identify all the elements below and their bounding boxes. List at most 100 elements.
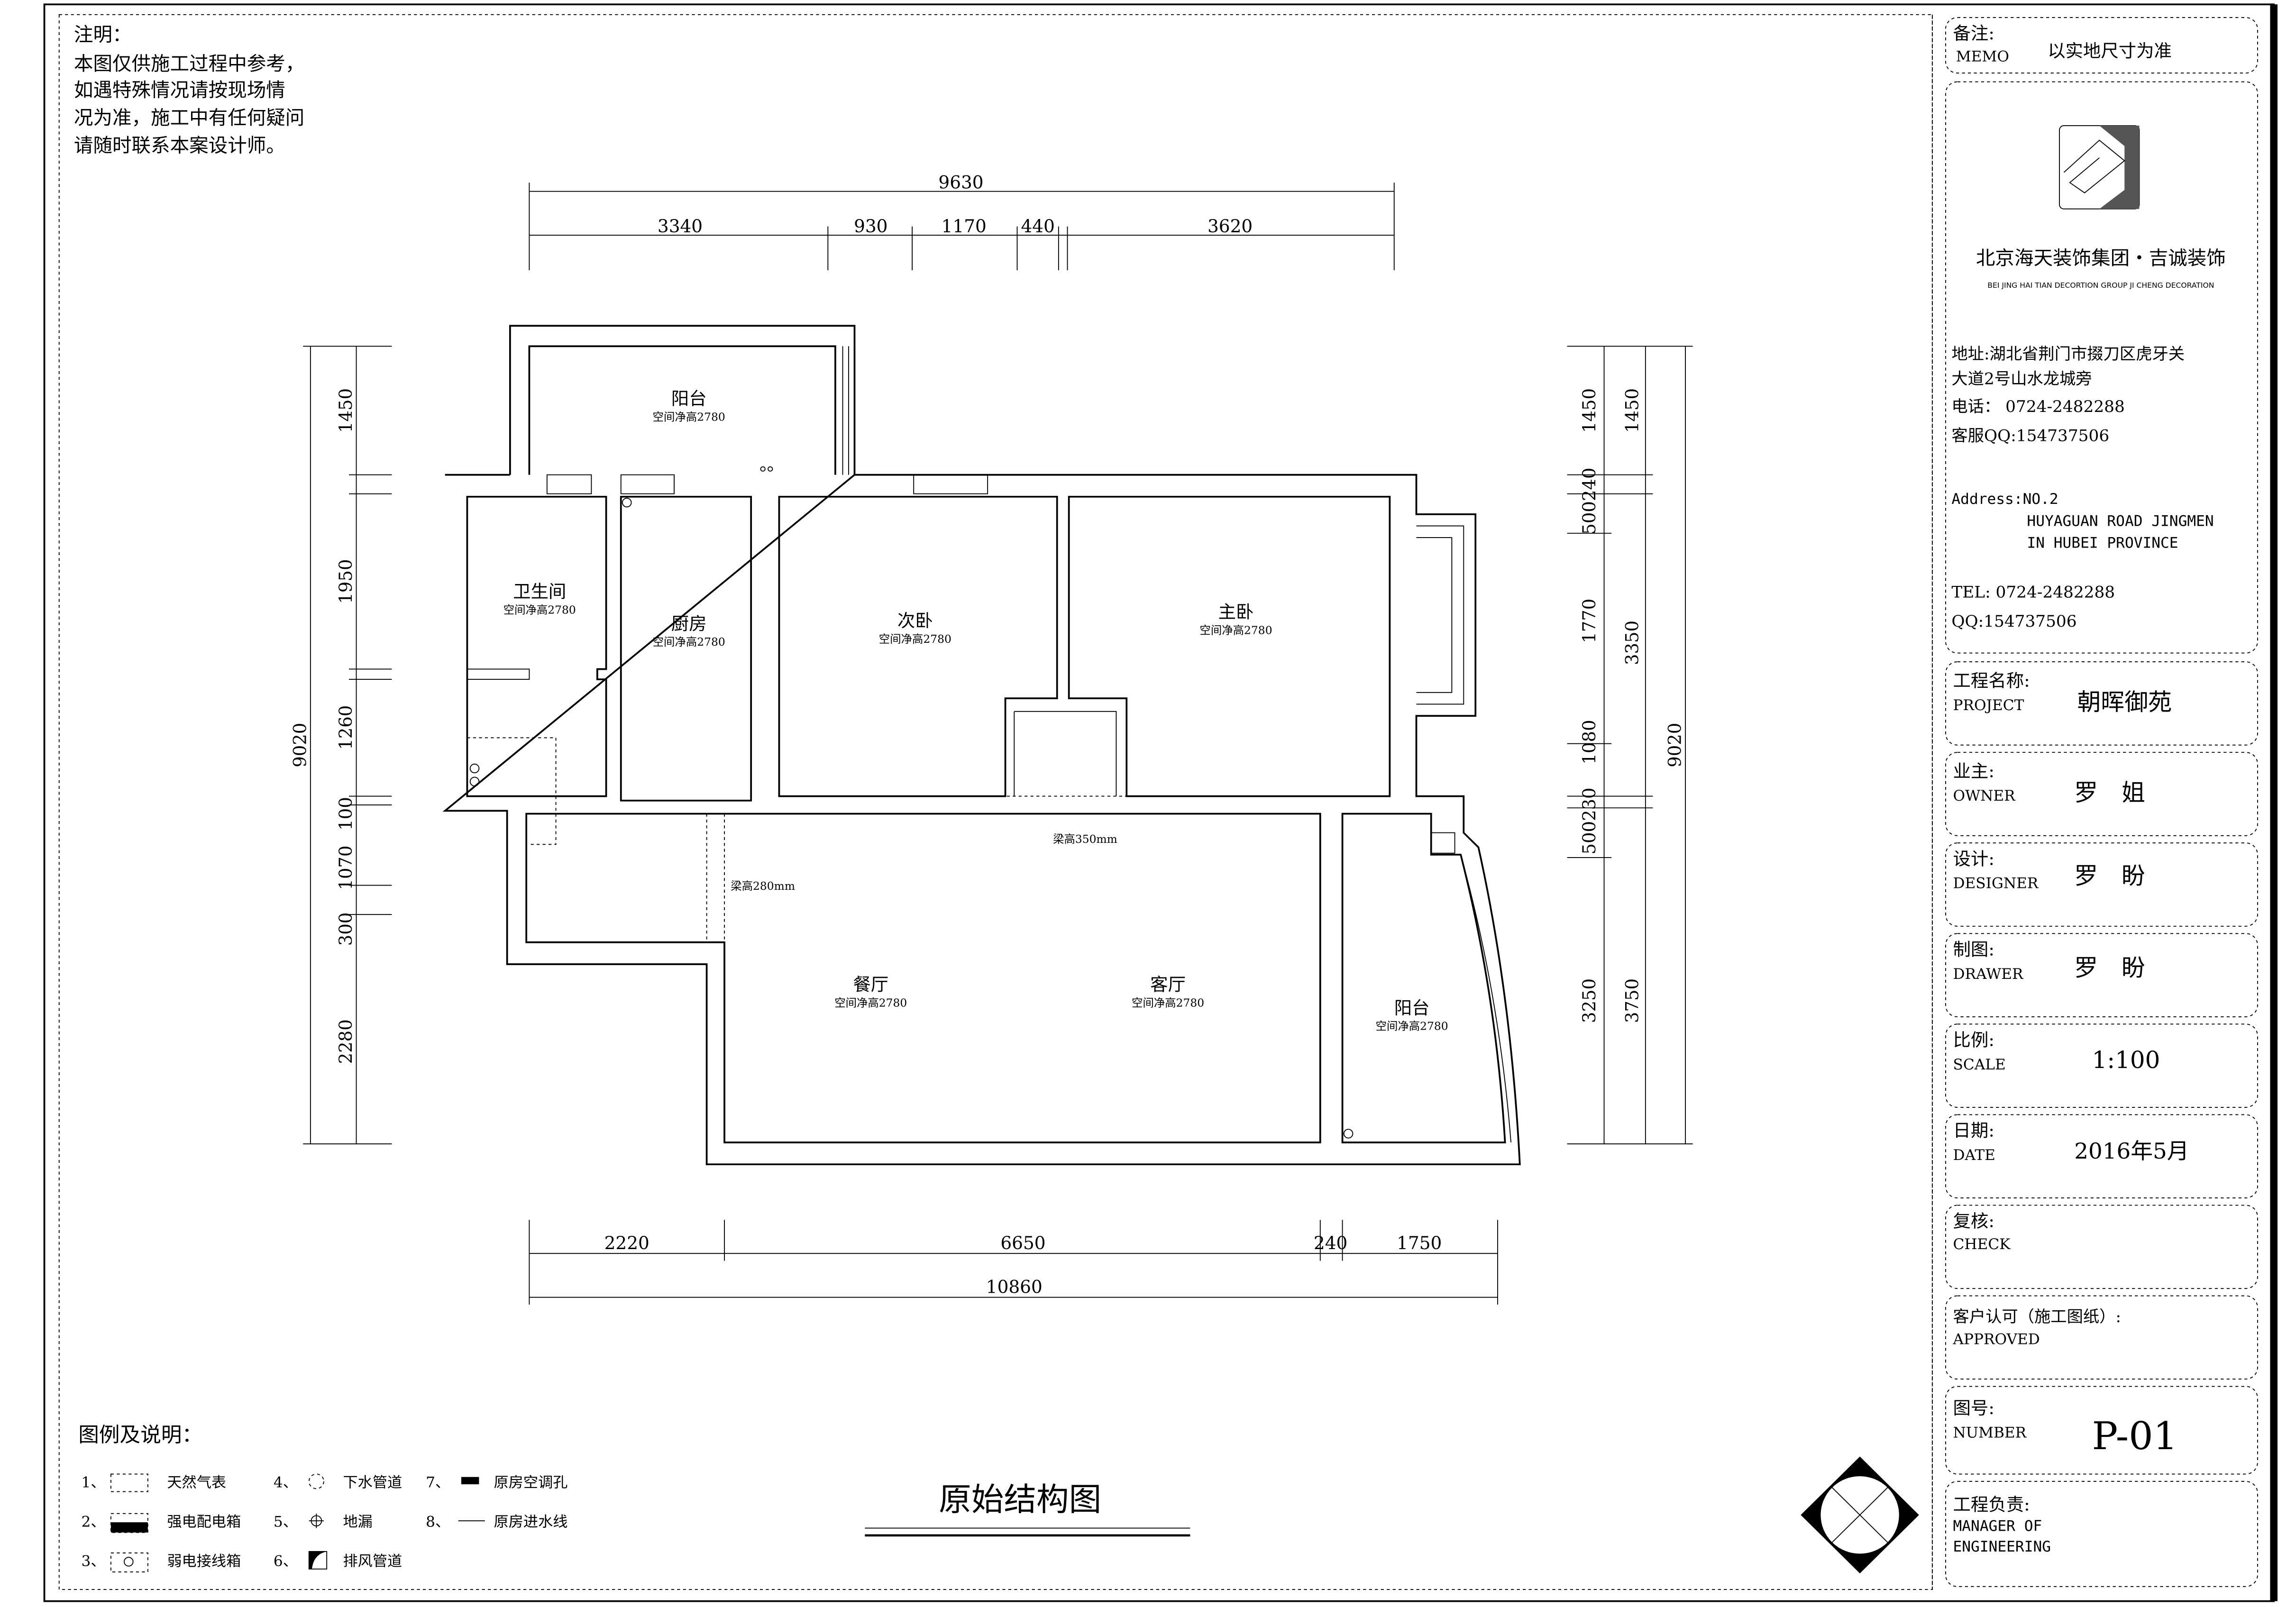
- dim-label: 1750: [1397, 1233, 1442, 1253]
- dim-label: 1170: [942, 216, 987, 237]
- title-row: 客户认可（施工图纸）: APPROVED: [1945, 1295, 2258, 1380]
- dim-label: 9630: [938, 172, 983, 193]
- room-name: 厨房: [671, 613, 707, 634]
- drawing-number: P-01: [2092, 1415, 2178, 1459]
- room-height: 空间净高2780: [503, 603, 576, 616]
- row-label-en: OWNER: [1953, 787, 2016, 804]
- bottom-dimensions: 2220 6650 240 1750 10860: [529, 1220, 1498, 1305]
- legend-num: 6、: [274, 1553, 298, 1570]
- power-box-icon: [110, 1513, 148, 1533]
- dim-label: 1450: [1579, 388, 1600, 433]
- legend: 图例及说明： 1、 天然气表 2、 强电配电箱 3、 弱电接线箱 4、 下水管道…: [78, 1424, 567, 1572]
- dim-label: 9020: [289, 723, 310, 767]
- dim-label: 2220: [604, 1233, 649, 1253]
- memo-value: 以实地尺寸为准: [2048, 40, 2172, 61]
- ac-hole-icon: [461, 1477, 479, 1485]
- address-en: Address:NO.2: [1951, 491, 2058, 508]
- row-label: 设计:: [1953, 849, 1994, 869]
- manager-label: 工程负责:: [1953, 1494, 2030, 1515]
- room-height: 空间净高2780: [653, 636, 725, 648]
- legend-num: 7、: [426, 1474, 450, 1491]
- legend-label: 弱电接线箱: [167, 1553, 241, 1570]
- legend-label: 排风管道: [343, 1553, 402, 1570]
- row-label-en: CHECK: [1953, 1236, 2011, 1253]
- legend-num: 5、: [274, 1514, 298, 1531]
- legend-num: 4、: [274, 1474, 298, 1491]
- dim-label: 6650: [1000, 1233, 1045, 1253]
- address-en: HUYAGUAN ROAD JINGMEN: [2027, 513, 2214, 530]
- memo-label: 备注:: [1953, 23, 1994, 44]
- date-value: 2016年5月: [2074, 1138, 2189, 1164]
- right-dimensions: 1450 500240 1770 1080 500230 3250 1450 3…: [1567, 346, 1693, 1144]
- company-name-en: BEI JING HAI TIAN DECORTION GROUP JI CHE…: [1987, 281, 2214, 290]
- room-height: 空间净高2780: [1200, 624, 1272, 637]
- title-row: 日期: DATE 2016年5月: [1945, 1114, 2258, 1199]
- room-name: 阳台: [671, 388, 707, 409]
- top-dimensions: 9630 3340 930 1170 440 3620: [529, 172, 1395, 271]
- room-name: 客厅: [1150, 974, 1186, 995]
- row-label: 比例:: [1953, 1030, 1994, 1050]
- legend-num: 3、: [82, 1553, 106, 1570]
- notes-title: 注明：: [74, 24, 132, 46]
- legend-label: 原房进水线: [494, 1514, 568, 1531]
- dim-label: 1450: [1621, 388, 1642, 433]
- legend-label: 地漏: [343, 1514, 372, 1531]
- row-label-en: APPROVED: [1953, 1331, 2040, 1348]
- title-row: 设计: DESIGNER 罗 盼: [1945, 842, 2258, 927]
- phone: 电话： 0724-2482288: [1951, 397, 2124, 416]
- dim-label: 3750: [1621, 978, 1642, 1023]
- room-labels: 阳台 空间净高2780 卫生间 空间净高2780 厨房 空间净高2780 次卧 …: [503, 388, 1448, 1033]
- owner-name: 罗 姐: [2074, 779, 2145, 806]
- room-height: 空间净高2780: [834, 996, 907, 1009]
- weak-current-box-icon: [110, 1552, 148, 1572]
- room-name: 卫生间: [513, 581, 566, 602]
- row-label-en: SCALE: [1953, 1056, 2006, 1073]
- compass-icon: [1801, 1456, 1919, 1574]
- room-name: 阳台: [1394, 997, 1430, 1018]
- drain-pipe-icon: [308, 1473, 324, 1489]
- sheet-border: [43, 3, 2275, 1602]
- row-label: 工程名称:: [1953, 670, 2030, 691]
- manager-label-en: MANAGER OF: [1953, 1518, 2042, 1535]
- title-row: 复核: CHECK: [1945, 1205, 2258, 1289]
- dim-label: 1950: [335, 559, 356, 604]
- notes-line: 本图仅供施工过程中参考，: [74, 53, 304, 75]
- beam-note: 梁高350mm: [1053, 833, 1117, 846]
- title-block: 备注: MEMO 以实地尺寸为准 北京海天装饰集团・吉诚装饰 BEI JING …: [1931, 14, 2258, 1590]
- room-height: 空间净高2780: [653, 411, 725, 424]
- title-row: 图号: NUMBER P-01: [1945, 1386, 2258, 1475]
- notes-line: 请随时联系本案设计师。: [74, 135, 285, 157]
- dim-label: 2280: [335, 1019, 356, 1064]
- room-name: 主卧: [1218, 602, 1254, 622]
- legend-num: 1、: [82, 1474, 106, 1491]
- beam-note: 梁高280mm: [731, 880, 795, 893]
- legend-num: 8、: [426, 1514, 450, 1531]
- title-row: 比例: SCALE 1:100: [1945, 1023, 2258, 1108]
- room-name: 次卧: [897, 610, 933, 631]
- dim-label: 500240: [1579, 468, 1600, 535]
- drawer-name: 罗 盼: [2074, 954, 2145, 982]
- room-height: 空间净高2780: [1376, 1020, 1448, 1033]
- row-label: 业主:: [1953, 761, 1994, 782]
- dim-label: 3340: [658, 216, 703, 237]
- address-en: IN HUBEI PROVINCE: [2027, 535, 2178, 552]
- dim-label: 240: [1314, 1233, 1347, 1253]
- dim-label: 10860: [986, 1277, 1043, 1297]
- legend-label: 强电配电箱: [167, 1514, 241, 1531]
- drawing-frame: [58, 14, 1933, 1590]
- notes: 注明： 本图仅供施工过程中参考， 如遇特殊情况请按现场情 况为准，施工中有任何疑…: [74, 24, 304, 157]
- qq-en: QQ:154737506: [1951, 612, 2076, 631]
- row-label: 图号:: [1953, 1397, 1994, 1418]
- title-row: 制图: DRAWER 罗 盼: [1945, 933, 2258, 1017]
- dim-label: 9020: [1665, 723, 1685, 767]
- dim-label: 100: [335, 797, 356, 831]
- company-name: 北京海天装饰集团・吉诚装饰: [1976, 247, 2226, 269]
- dim-label: 440: [1021, 216, 1054, 237]
- row-label: 制图:: [1953, 939, 1994, 960]
- legend-num: 2、: [82, 1514, 106, 1531]
- drawing-title: 原始结构图: [939, 1481, 1101, 1519]
- row-label-en: DRAWER: [1953, 966, 2024, 983]
- row-label-en: DATE: [1953, 1147, 1995, 1164]
- dim-label: 500230: [1579, 787, 1600, 854]
